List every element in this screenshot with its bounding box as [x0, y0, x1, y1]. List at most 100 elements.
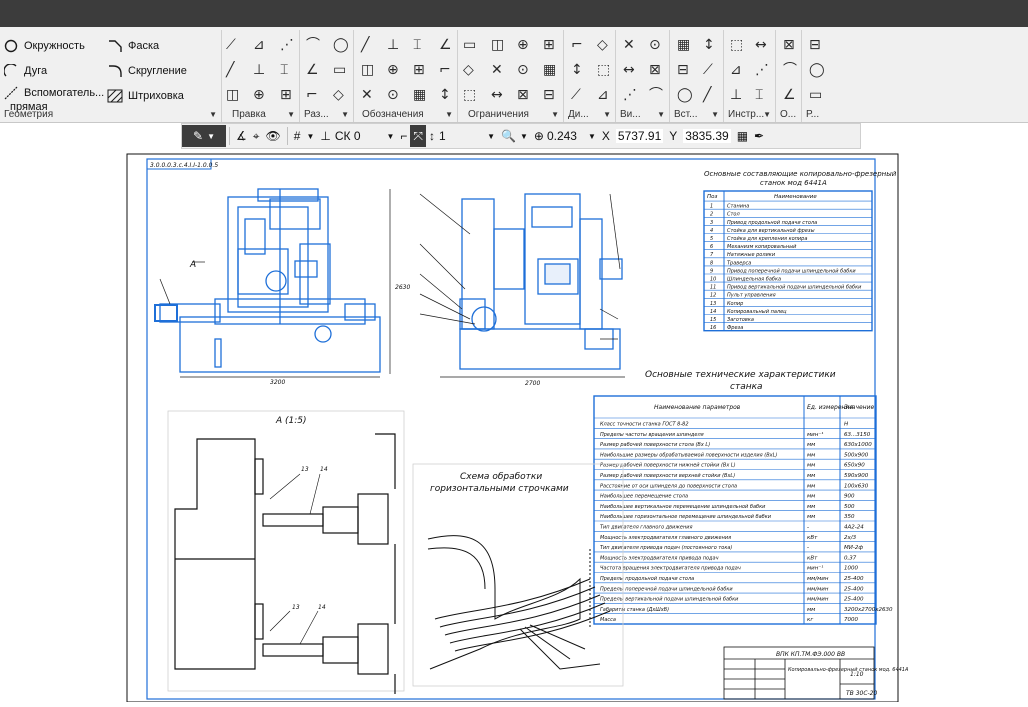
- style-select[interactable]: ↕ 1 ▼: [429, 129, 495, 143]
- ribbon-tool-icon[interactable]: ⬚: [597, 62, 610, 78]
- group-expand-icon[interactable]: ▼: [763, 110, 771, 119]
- calculator-button[interactable]: ▦: [734, 125, 751, 147]
- ribbon-tool-icon[interactable]: ⊕: [517, 37, 529, 53]
- ribbon-tool-icon[interactable]: ⟋: [571, 87, 581, 103]
- ribbon-tool-icon[interactable]: ⊠: [649, 62, 661, 78]
- cs-select[interactable]: ⊥ СК 0 ▼: [320, 129, 395, 143]
- ribbon-tool-icon[interactable]: ∠: [439, 37, 452, 53]
- group-expand-icon[interactable]: ▼: [445, 110, 453, 119]
- ribbon-tool-icon[interactable]: ⊿: [253, 37, 265, 53]
- group-expand-icon[interactable]: ▼: [603, 110, 611, 119]
- ribbon-tool-icon[interactable]: ⊟: [677, 62, 689, 78]
- grid-button[interactable]: #▼: [293, 129, 315, 143]
- snap-object-button[interactable]: ⌖: [250, 125, 263, 147]
- ribbon-tool-icon[interactable]: ⌒: [306, 37, 320, 53]
- ribbon-tool-icon[interactable]: ╱: [702, 86, 713, 103]
- ribbon-tool-icon[interactable]: ⌶: [413, 37, 421, 53]
- ribbon-tool-icon[interactable]: ⊕: [253, 87, 265, 103]
- ribbon-tool-icon[interactable]: ▭: [333, 62, 346, 78]
- ribbon-tool-icon[interactable]: ⬚: [463, 87, 476, 103]
- ribbon-tool-icon[interactable]: ⊞: [280, 87, 292, 103]
- ribbon-tool-icon[interactable]: ⊙: [649, 37, 661, 53]
- ribbon-tool-icon[interactable]: ⊿: [597, 87, 609, 103]
- ribbon-tool-icon[interactable]: ⊞: [543, 37, 555, 53]
- ribbon-tool-icon[interactable]: ⌒: [783, 62, 797, 78]
- ribbon-tool-icon[interactable]: ✕: [491, 62, 503, 78]
- ribbon-tool-icon[interactable]: ◇: [463, 62, 474, 78]
- ortho-button[interactable]: ⌐: [397, 125, 410, 147]
- hatch-button[interactable]: Штриховка: [106, 88, 184, 104]
- ribbon-tool-icon[interactable]: ✕: [623, 37, 635, 53]
- aux-line-button[interactable]: Вспомогатель... прямая: [2, 85, 104, 113]
- ribbon-tool-icon[interactable]: ↕: [439, 87, 451, 103]
- show-button[interactable]: 👁: [263, 125, 284, 147]
- group-expand-icon[interactable]: ▼: [287, 110, 295, 119]
- ribbon-tool-icon[interactable]: ∠: [306, 62, 319, 78]
- drawing-sheet[interactable]: 3.0.0.0.3.c.4.I.I-1.0.0.5 A 3200 2630: [0, 149, 1028, 703]
- group-expand-icon[interactable]: ▼: [657, 110, 665, 119]
- ribbon-tool-icon[interactable]: ◇: [597, 37, 608, 53]
- ribbon-tool-icon[interactable]: ▭: [463, 37, 476, 53]
- ribbon-tool-icon[interactable]: ∠: [783, 87, 796, 103]
- ribbon-tool-icon[interactable]: ⋰: [280, 37, 294, 53]
- ribbon-tool-icon[interactable]: ↔: [755, 37, 767, 53]
- ribbon-tool-icon[interactable]: ╱: [225, 61, 236, 78]
- ribbon-tool-icon[interactable]: ⟋: [703, 62, 713, 78]
- zoom-field[interactable]: ⊕ 0.243 ▼: [533, 129, 596, 143]
- ribbon-tool-icon[interactable]: ↕: [703, 37, 715, 53]
- arc-button[interactable]: Дуга: [2, 63, 47, 79]
- ribbon-tool-icon[interactable]: ⊟: [543, 87, 555, 103]
- snap-angle-button[interactable]: ∡: [233, 125, 250, 147]
- ribbon-tool-icon[interactable]: ⌒: [649, 87, 663, 103]
- snap-button[interactable]: ⤧: [410, 125, 426, 147]
- ribbon-tool-icon[interactable]: ▦: [413, 87, 426, 103]
- group-expand-icon[interactable]: ▼: [551, 110, 559, 119]
- group-expand-icon[interactable]: ▼: [341, 110, 349, 119]
- ribbon-tool-icon[interactable]: ⊥: [730, 87, 742, 103]
- ribbon-tool-icon[interactable]: ⊠: [783, 37, 795, 53]
- ribbon-tool-icon[interactable]: ◯: [677, 87, 693, 103]
- ribbon-tool-icon[interactable]: ⟋: [226, 37, 236, 53]
- ribbon-tool-icon[interactable]: ◫: [491, 37, 504, 53]
- ribbon-tool-icon[interactable]: ⊠: [517, 87, 529, 103]
- group-expand-icon[interactable]: ▼: [209, 110, 217, 119]
- ribbon-tool-icon[interactable]: ↔: [491, 87, 503, 103]
- ribbon-tool-icon[interactable]: ⬚: [730, 37, 743, 53]
- ribbon-tool-icon[interactable]: ▭: [809, 87, 822, 103]
- ribbon-tool-icon[interactable]: ⊙: [387, 87, 399, 103]
- group-expand-icon[interactable]: ▼: [711, 110, 719, 119]
- lineweight-button[interactable]: ✎▼: [182, 125, 226, 147]
- ribbon-tool-icon[interactable]: ⊙: [517, 62, 529, 78]
- ribbon-tool-icon[interactable]: ⊞: [413, 62, 425, 78]
- ribbon-tool-icon[interactable]: ↕: [571, 62, 583, 78]
- eyedropper-button[interactable]: ✒: [751, 125, 767, 147]
- ribbon-tool-icon[interactable]: ◯: [333, 37, 349, 53]
- ribbon-tool-icon[interactable]: ⋰: [623, 87, 637, 103]
- ribbon-tool-icon[interactable]: ⌐: [306, 87, 318, 103]
- ribbon-tool-icon[interactable]: ╱: [360, 36, 371, 53]
- ribbon-tool-icon[interactable]: ▦: [543, 62, 556, 78]
- ribbon-tool-icon[interactable]: ✕: [361, 87, 373, 103]
- ribbon-tool-icon[interactable]: ⌶: [755, 87, 763, 103]
- ribbon-tool-icon[interactable]: ↔: [623, 62, 635, 78]
- chamfer-button[interactable]: Фаска: [106, 38, 159, 54]
- ribbon-tool-icon[interactable]: ⊕: [387, 62, 399, 78]
- ribbon-tool-icon[interactable]: ⌐: [571, 37, 583, 53]
- ribbon-tool-icon[interactable]: ⊥: [387, 37, 399, 53]
- circle-button[interactable]: Окружность: [2, 38, 85, 54]
- ribbon-tool-icon[interactable]: ◫: [361, 62, 374, 78]
- zoom-tool-button[interactable]: 🔍▼: [501, 129, 528, 143]
- fillet-button[interactable]: Скругление: [106, 63, 187, 79]
- ribbon-tool-icon[interactable]: ⌶: [280, 62, 288, 78]
- ribbon-tool-icon[interactable]: ▦: [677, 37, 690, 53]
- ribbon-tool-icon[interactable]: ⊟: [809, 37, 821, 53]
- ribbon-tool-icon[interactable]: ⊿: [730, 62, 742, 78]
- ribbon-tool-icon[interactable]: ⌐: [439, 62, 451, 78]
- drawing-canvas[interactable]: 3.0.0.0.3.c.4.I.I-1.0.0.5 A 3200 2630: [0, 149, 1028, 703]
- ribbon-tool-icons[interactable]: ⟋ ╱ ◫ ⊿ ⊥ ⊕ ⋰ ⌶ ⊞ ⌒ ∠ ⌐ ◯ ▭ ◇ ╱ ◫ ✕ ⊥ ⊕ ⊙ ⌶ ⊞ ▦ ∠ ⌐ ↕ ▭ ◇ ⬚ ◫ ✕ ↔ ⊕ ⊙ ⊠ ⊞ ▦ ⊟ ⌐…: [0, 27, 1028, 123]
- ribbon-tool-icon[interactable]: ◯: [809, 62, 825, 78]
- ribbon-tool-icon[interactable]: ◇: [333, 87, 344, 103]
- ribbon-tool-icon[interactable]: ⊥: [253, 62, 265, 78]
- ribbon-tool-icon[interactable]: ⋰: [755, 62, 769, 78]
- ribbon-tool-icon[interactable]: ◫: [226, 87, 239, 103]
